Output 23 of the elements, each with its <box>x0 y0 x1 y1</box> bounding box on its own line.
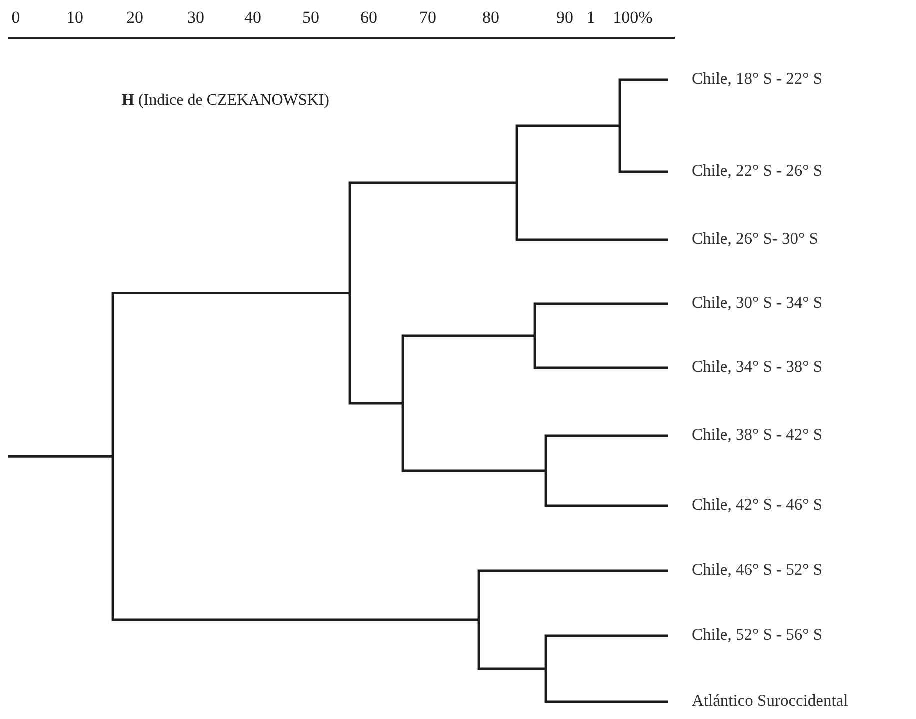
axis-tick-label: 40 <box>244 8 262 28</box>
leaf-label: Chile, 46° S - 52° S <box>692 560 823 580</box>
axis-title: H (Indice de CZEKANOWSKI) <box>122 92 330 110</box>
axis-tick-label: 60 <box>360 8 378 28</box>
axis-tick-label: 20 <box>126 8 144 28</box>
leaf-label: Chile, 42° S - 46° S <box>692 495 823 515</box>
axis-tick-label: 70 <box>420 8 436 28</box>
axis-tick-label: 80 <box>482 8 500 28</box>
leaf-label: Chile, 38° S - 42° S <box>692 425 823 445</box>
leaf-label: Chile, 26° S- 30° S <box>692 229 818 249</box>
axis-tick-label: 1 <box>586 8 596 28</box>
leaf-label: Chile, 18° S - 22° S <box>692 69 823 89</box>
leaf-label: Chile, 30° S - 34° S <box>692 293 823 313</box>
leaf-label: Chile, 22° S - 26° S <box>692 161 823 181</box>
axis-tick-label: 10 <box>66 8 84 28</box>
leaf-label: Chile, 34° S - 38° S <box>692 357 823 377</box>
axis-tick-label: 30 <box>188 8 204 28</box>
leaf-label: Atlántico Suroccidental <box>692 691 848 711</box>
leaf-label: Chile, 52° S - 56° S <box>692 625 823 645</box>
axis-tick-label: 90 <box>556 8 574 28</box>
axis-tick-label: 0 <box>12 8 20 28</box>
axis-tick-label: 50 <box>302 8 320 28</box>
axis-tick-label: 100% <box>613 8 653 28</box>
